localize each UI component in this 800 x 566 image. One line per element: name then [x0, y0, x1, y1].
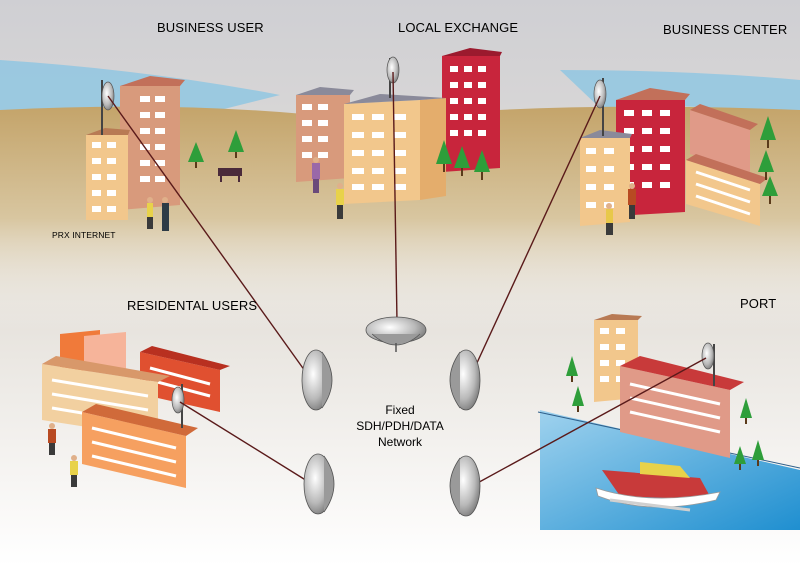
dish-top: [365, 316, 427, 352]
label-prx-internet: PRX INTERNET: [52, 230, 116, 240]
link-business-user: [107, 95, 311, 379]
residential-buildings: [42, 330, 230, 488]
port-buildings: [566, 314, 764, 512]
local-exchange-buildings: [296, 48, 502, 219]
dish-upper-right: [449, 349, 481, 411]
dish-lower-right: [449, 455, 481, 517]
label-business-user: BUSINESS USER: [157, 20, 264, 35]
business-user-buildings: [86, 76, 244, 231]
label-residential-users: RESIDENTAL USERS: [127, 298, 258, 313]
network-label-line3: Network: [377, 435, 422, 449]
business-center-buildings: [580, 78, 778, 235]
network-label-line2: SDH/PDH/DATA: [356, 419, 444, 433]
label-local-exchange: LOCAL EXCHANGE: [398, 20, 519, 35]
network-label-line1: Fixed: [385, 403, 415, 417]
link-port: [471, 357, 707, 487]
dish-upper-left: [301, 349, 333, 411]
label-business-center: BUSINESS CENTER: [663, 22, 788, 37]
dish-lower-left: [303, 453, 335, 515]
label-port: PORT: [740, 296, 777, 311]
link-residential: [179, 401, 313, 485]
network-label: Fixed SDH/PDH/DATA Network: [355, 402, 445, 450]
link-local-exchange: [392, 71, 398, 323]
link-business-center: [469, 95, 601, 379]
